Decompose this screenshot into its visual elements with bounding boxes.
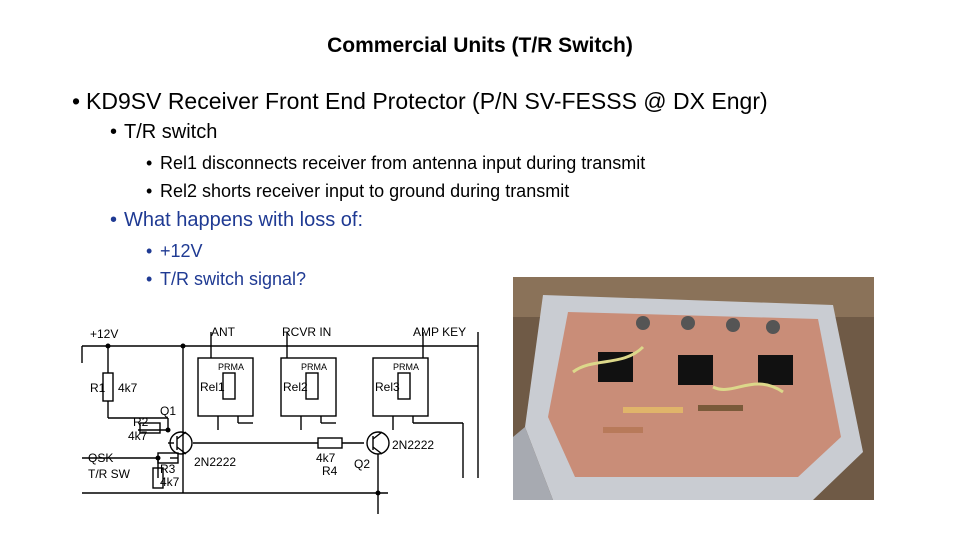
label-q2-part: 2N2222 <box>392 438 434 452</box>
bullet-level2-highlight: • What happens with loss of: <box>110 209 363 232</box>
label-qsk: QSK <box>88 451 113 465</box>
bullet-text: +12V <box>160 241 203 261</box>
bullet-dot: • <box>146 269 153 289</box>
label-tr-sw: T/R SW <box>88 467 131 481</box>
label-amp-key: AMP KEY <box>413 325 466 339</box>
label-r3-value: 4k7 <box>160 475 180 489</box>
bullet-level1: •KD9SV Receiver Front End Protector (P/N… <box>72 88 768 115</box>
label-r1: R1 <box>90 381 106 395</box>
bullet-dot: • <box>146 241 153 261</box>
label-r4: R4 <box>322 464 338 478</box>
label-r1-value: 4k7 <box>118 381 138 395</box>
label-ant: ANT <box>211 325 236 339</box>
label-rcvr-in: RCVR IN <box>282 325 331 339</box>
bullet-dot: • <box>146 153 153 173</box>
label-prma: PRMA <box>301 362 327 372</box>
tr-switch-schematic: +12V ANT RCVR IN AMP KEY PRMA PRMA PRMA … <box>81 325 479 514</box>
bullet-dot: • <box>110 209 118 231</box>
bullet-text: T/R switch <box>124 121 218 143</box>
bullet-text: KD9SV Receiver Front End Protector (P/N … <box>86 88 768 114</box>
label-q1-part: 2N2222 <box>194 455 236 469</box>
bullet-text: Rel2 shorts receiver input to ground dur… <box>160 181 570 201</box>
label-q2: Q2 <box>354 457 370 471</box>
bullet-level3-highlight: • +12V <box>146 241 203 262</box>
label-r3: R3 <box>160 462 176 476</box>
bullet-level2: • T/R switch <box>110 121 217 144</box>
label-r2-value: 4k7 <box>128 429 148 443</box>
bullet-level3: • Rel1 disconnects receiver from antenna … <box>146 153 645 174</box>
label-q1: Q1 <box>160 404 176 418</box>
bullet-level3: • Rel2 shorts receiver input to ground du… <box>146 181 569 202</box>
label-prma: PRMA <box>218 362 244 372</box>
label-rel2: Rel2 <box>283 380 308 394</box>
device-photo <box>513 277 874 500</box>
bullet-dot: • <box>72 88 81 114</box>
label-prma: PRMA <box>393 362 419 372</box>
bullet-dot: • <box>146 181 153 201</box>
bullet-level3-highlight: • T/R switch signal? <box>146 269 306 290</box>
label-r2: R2 <box>133 415 149 429</box>
slide-title: Commercial Units (T/R Switch) <box>327 34 633 57</box>
bullet-text: T/R switch signal? <box>160 269 307 289</box>
bullet-text: Rel1 disconnects receiver from antenna i… <box>160 153 646 173</box>
label-r4-value: 4k7 <box>316 451 336 465</box>
label-rel1: Rel1 <box>200 380 225 394</box>
bullet-dot: • <box>110 121 118 143</box>
label-rel3: Rel3 <box>375 380 400 394</box>
label-12v: +12V <box>90 327 118 341</box>
bullet-text: What happens with loss of: <box>124 209 364 231</box>
